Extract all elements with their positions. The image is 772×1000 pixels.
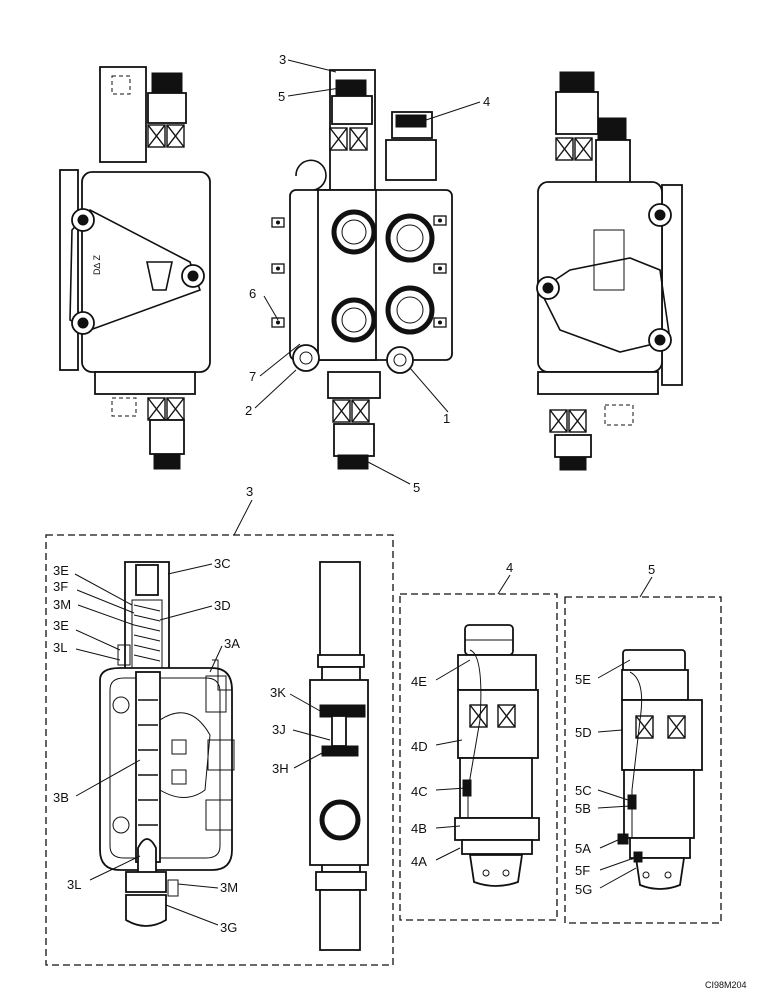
detail-3-leaders (74, 563, 331, 926)
callout-4C: 4C (411, 784, 428, 799)
figure-reference: CI98M204 (705, 980, 747, 990)
callout-4A: 4A (411, 854, 427, 869)
callout-6: 6 (249, 286, 256, 301)
callout-5-top: 5 (278, 89, 285, 104)
callout-4D: 4D (411, 739, 428, 754)
top-view-leaders (254, 59, 481, 485)
detail-5-frame (564, 596, 722, 924)
callout-3D: 3D (214, 598, 231, 613)
callout-3E-top: 3E (53, 563, 69, 578)
callout-3L-top: 3L (53, 640, 67, 655)
callout-4: 4 (483, 94, 490, 109)
callout-4E: 4E (411, 674, 427, 689)
detail-4-leaders (435, 659, 471, 861)
callout-3: 3 (279, 52, 286, 67)
valve-front-view-center (271, 69, 453, 470)
valve-side-view-left: D∆ Z (59, 66, 211, 470)
callout-7: 7 (249, 369, 256, 384)
callout-5-bottom: 5 (413, 480, 420, 495)
callout-3M-bottom: 3M (220, 880, 238, 895)
callout-5D: 5D (575, 725, 592, 740)
callout-5A: 5A (575, 841, 591, 856)
callout-3H: 3H (272, 761, 289, 776)
callout-3B: 3B (53, 790, 69, 805)
callout-3F: 3F (53, 579, 68, 594)
callout-4B: 4B (411, 821, 427, 836)
callout-2: 2 (245, 403, 252, 418)
callout-3L-bottom: 3L (67, 877, 81, 892)
callout-5C: 5C (575, 783, 592, 798)
callout-5B: 5B (575, 801, 591, 816)
detail-4-number: 4 (506, 560, 513, 575)
callout-5G: 5G (575, 882, 592, 897)
callout-5F: 5F (575, 863, 590, 878)
callout-3G: 3G (220, 920, 237, 935)
detail-3-number: 3 (246, 484, 253, 499)
callout-1: 1 (443, 411, 450, 426)
callout-3M-top: 3M (53, 597, 71, 612)
callout-3C: 3C (214, 556, 231, 571)
callout-3J: 3J (272, 722, 286, 737)
callout-3E-lower: 3E (53, 618, 69, 633)
detail-5-group: 5 (564, 562, 722, 924)
detail-4-frame (399, 593, 558, 921)
detail-3-frame (45, 534, 394, 966)
callout-3K: 3K (270, 685, 286, 700)
callout-3A: 3A (224, 636, 240, 651)
detail-5-number: 5 (648, 562, 655, 577)
detail-5-leaders (597, 659, 637, 889)
valve-side-view-right (536, 71, 683, 471)
callout-5E: 5E (575, 672, 591, 687)
left-view-marking: D∆ Z (92, 254, 102, 275)
